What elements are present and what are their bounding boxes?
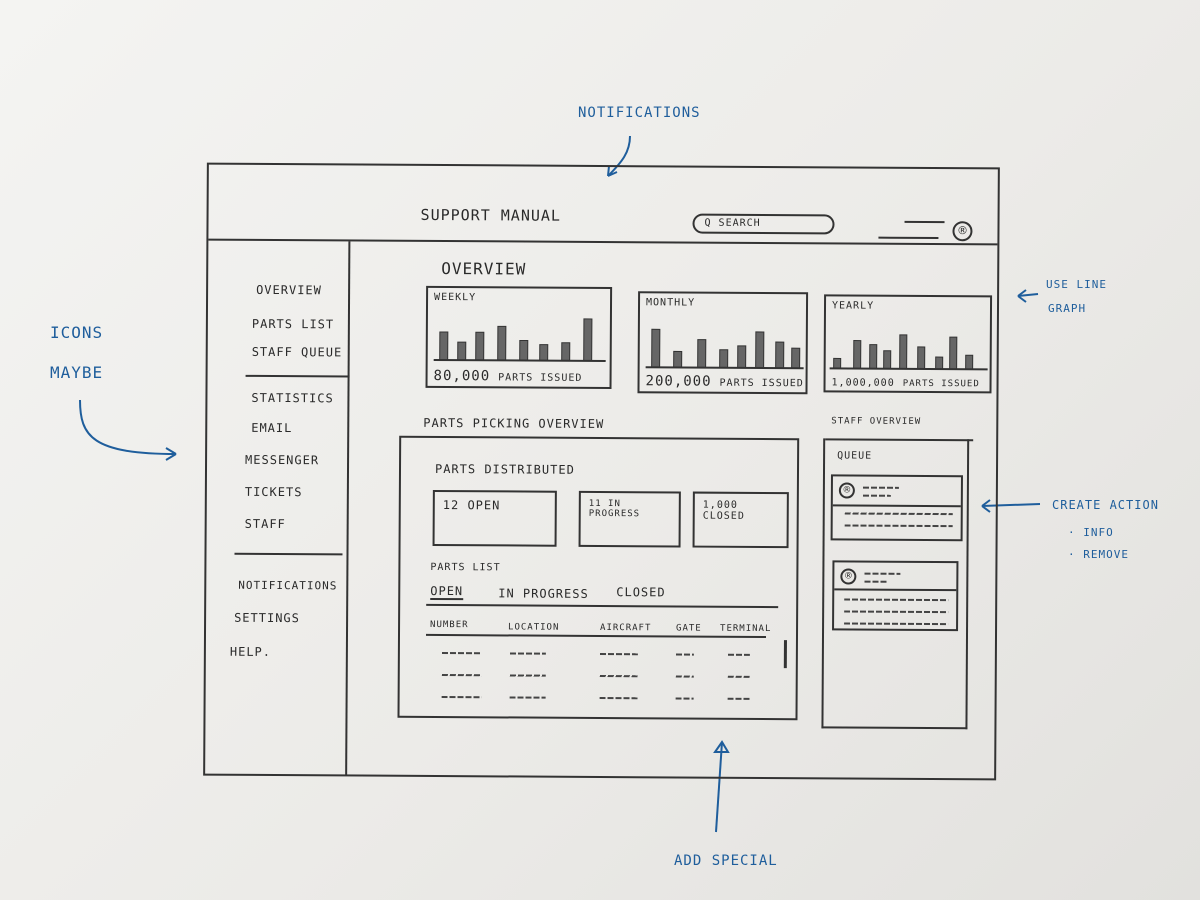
queue-label: Queue [837,450,873,462]
page-title: Overview [441,259,527,279]
queue-card[interactable]: ® [830,474,963,542]
app-header: Support Manual Q SEARCH ® [208,164,998,246]
app-title: Support Manual [420,205,562,225]
arrow-icons-icon [79,399,177,461]
annotation-remove: · REMOVE [1068,548,1129,561]
dist-box-open[interactable]: 12 Open [432,489,557,547]
arrow-create-action-icon [981,499,1041,513]
queue-card[interactable]: ® [832,560,959,632]
dist-box-closed[interactable]: 1,000 Closed [692,491,789,549]
sidebar-item-overview[interactable]: Overview [256,282,322,298]
annotation-info: · INFO [1068,526,1114,539]
annotation-maybe: MAYBE [50,363,104,382]
annotation-graph: GRAPH [1048,302,1087,315]
stat-card-yearly[interactable]: Yearly 1,000,000Parts Issued [823,294,993,394]
search-input[interactable]: Q SEARCH [692,213,835,235]
sidebar-divider [234,552,343,556]
sidebar-item-staff-queue[interactable]: Staff Queue [251,344,343,360]
sidebar-item-parts-list[interactable]: Parts List [251,316,335,332]
sidebar-item-settings[interactable]: Settings [234,610,300,626]
tab-closed[interactable]: Closed [616,585,666,600]
tab-in-progress[interactable]: In Progress [498,586,589,601]
sidebar-divider [245,374,350,378]
parts-distributed-title: Parts Distributed [434,461,575,477]
card-caption: Parts Issued [902,378,980,390]
avatar: ® [838,482,855,499]
weekly-bar-chart [433,318,606,363]
tab-open[interactable]: Open [430,583,464,601]
sidebar-item-statistics[interactable]: Statistics [251,390,334,406]
staff-panel-top [825,438,974,442]
parts-picking-panel: Parts Distributed 12 Open 11 In Progress… [397,435,800,721]
table-row[interactable] [400,652,780,664]
card-caption: Parts Issued [498,372,583,384]
sidebar: Overview Parts List Staff Queue Statisti… [205,240,351,775]
wireframe-window: Support Manual Q SEARCH ® Overview Parts… [203,162,1000,781]
annotation-add-special: ADD SPECIAL [674,853,778,869]
annotation-notifications: NOTIFICATIONS [578,105,701,121]
table-header-divider [425,633,766,639]
column-terminal[interactable]: Terminal [720,623,772,635]
card-caption: Parts Issued [719,377,804,390]
tabs-divider [426,603,779,609]
monthly-bar-chart [645,328,804,370]
stat-card-weekly[interactable]: Weekly 80,000Parts Issued [425,285,613,390]
column-location[interactable]: Location [508,622,560,633]
scrollbar[interactable] [783,640,787,669]
parts-picking-title: Parts Picking Overview [423,415,605,432]
arrow-notifications-icon [607,135,631,177]
sidebar-item-help[interactable]: Help. [229,644,272,659]
avatar[interactable]: ® [952,221,973,242]
sidebar-item-staff[interactable]: Staff [244,516,286,532]
annotation-use-line: USE LINE [1046,278,1107,291]
annotation-icons: ICONS [50,323,104,342]
sidebar-item-email[interactable]: Email [251,420,293,436]
sidebar-item-messenger[interactable]: Messenger [245,452,320,468]
sidebar-item-notifications[interactable]: Notifications [238,578,338,593]
column-aircraft[interactable]: Aircraft [600,622,652,634]
table-row[interactable] [400,696,780,708]
annotation-create-action: CREATE ACTION [1052,498,1159,512]
card-value: 80,000 [433,367,491,385]
staff-overview-title: Staff Overview [831,416,922,427]
card-value: 1,000,000 [831,377,895,389]
table-row[interactable] [400,674,780,686]
yearly-bar-chart [829,334,988,371]
arrow-add-special-icon [713,740,730,833]
column-number[interactable]: Number [430,619,469,631]
column-gate[interactable]: Gate [676,623,702,634]
dist-box-in-progress[interactable]: 11 In Progress [578,490,681,548]
arrow-line-graph-icon [1017,289,1039,303]
card-value: 200,000 [645,373,712,390]
stat-card-monthly[interactable]: Monthly 200,000Parts Issued [637,291,809,395]
parts-list-title: Parts List [430,561,501,574]
menu-lines-icon[interactable] [878,220,945,240]
avatar: ® [840,568,857,585]
sidebar-item-tickets[interactable]: Tickets [244,484,303,500]
staff-overview-panel: Queue ® ® [821,438,974,730]
